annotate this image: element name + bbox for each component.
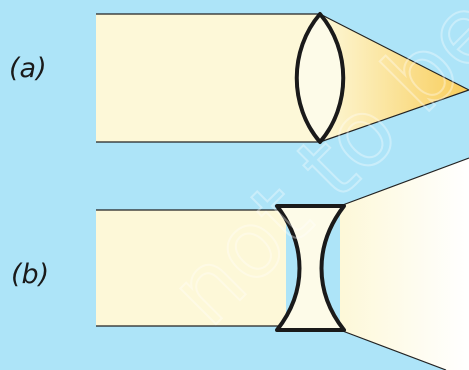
incident-beam-a (96, 14, 320, 142)
panel-label-a: (a) (9, 53, 47, 84)
converging-ray-bottom (319, 89, 469, 143)
incident-beam-b (96, 210, 286, 326)
panel-a (96, 12, 469, 144)
diverging-beam (340, 158, 469, 370)
converging-ray-top (319, 13, 469, 91)
panel-b (96, 157, 469, 370)
panel-label-b: (b) (11, 259, 50, 290)
concave-lens (275, 204, 346, 332)
diverging-ray-top (339, 157, 469, 207)
converging-beam (320, 14, 469, 142)
convex-lens (294, 12, 346, 144)
diverging-ray-bottom (339, 329, 447, 370)
